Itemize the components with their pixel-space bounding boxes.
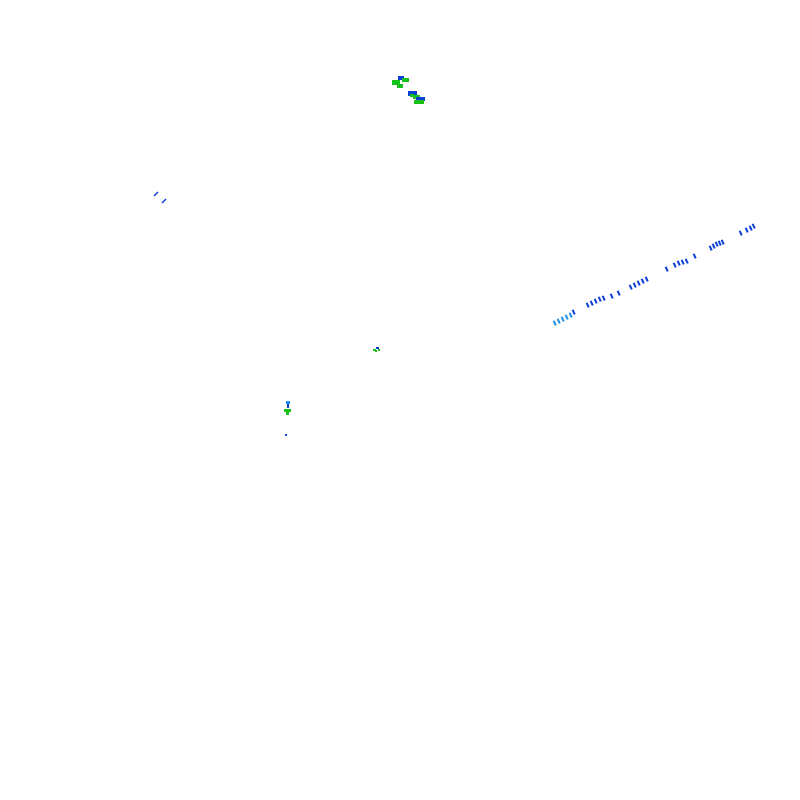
track-mark [711, 243, 716, 249]
mark [410, 94, 414, 97]
cluster-lower [284, 401, 291, 436]
track-mark [589, 300, 594, 306]
track-mark [714, 241, 719, 247]
track-mark [692, 253, 697, 259]
track-mark [556, 318, 561, 324]
track-mark [644, 276, 649, 282]
track-mark [571, 309, 576, 315]
track-mark [636, 280, 641, 286]
track-mark [564, 314, 569, 320]
cluster-left-strokes [153, 191, 167, 204]
track-mark [568, 312, 573, 318]
track-mark [585, 302, 590, 308]
track-mark [609, 293, 614, 299]
track-mark [738, 230, 743, 236]
track-mark [601, 295, 606, 301]
track-mark [560, 316, 565, 322]
mark [402, 78, 409, 82]
mark [284, 409, 291, 412]
track-mark [676, 260, 681, 266]
cluster-center [373, 347, 380, 352]
track-mark [664, 266, 669, 272]
track-mark [680, 259, 685, 265]
mark [392, 80, 400, 85]
mark [398, 76, 404, 80]
mark [286, 412, 289, 415]
mark [375, 350, 377, 352]
mark [408, 91, 417, 96]
cluster-top [392, 76, 425, 104]
track-mark [717, 240, 722, 246]
mark [287, 404, 289, 408]
mark [397, 84, 403, 88]
mark [378, 349, 380, 351]
mark [285, 434, 287, 436]
track-mark [616, 290, 621, 296]
track-mark [632, 282, 637, 288]
track-mark [744, 227, 749, 233]
mark [376, 347, 379, 349]
track-mark [720, 239, 725, 245]
mark [161, 198, 167, 204]
track-mark [684, 258, 689, 264]
diagonal-track [552, 223, 756, 326]
mark [414, 100, 424, 104]
track-mark [640, 278, 645, 284]
track-mark [708, 245, 713, 251]
track-mark [597, 296, 602, 302]
track-mark [672, 262, 677, 268]
track-mark [751, 223, 756, 229]
track-mark [748, 225, 753, 231]
mark [416, 97, 425, 101]
mark [373, 349, 376, 351]
mark [153, 191, 159, 197]
track-mark [593, 298, 598, 304]
mark [286, 401, 290, 404]
track-mark [552, 320, 557, 326]
track-mark [628, 284, 633, 290]
